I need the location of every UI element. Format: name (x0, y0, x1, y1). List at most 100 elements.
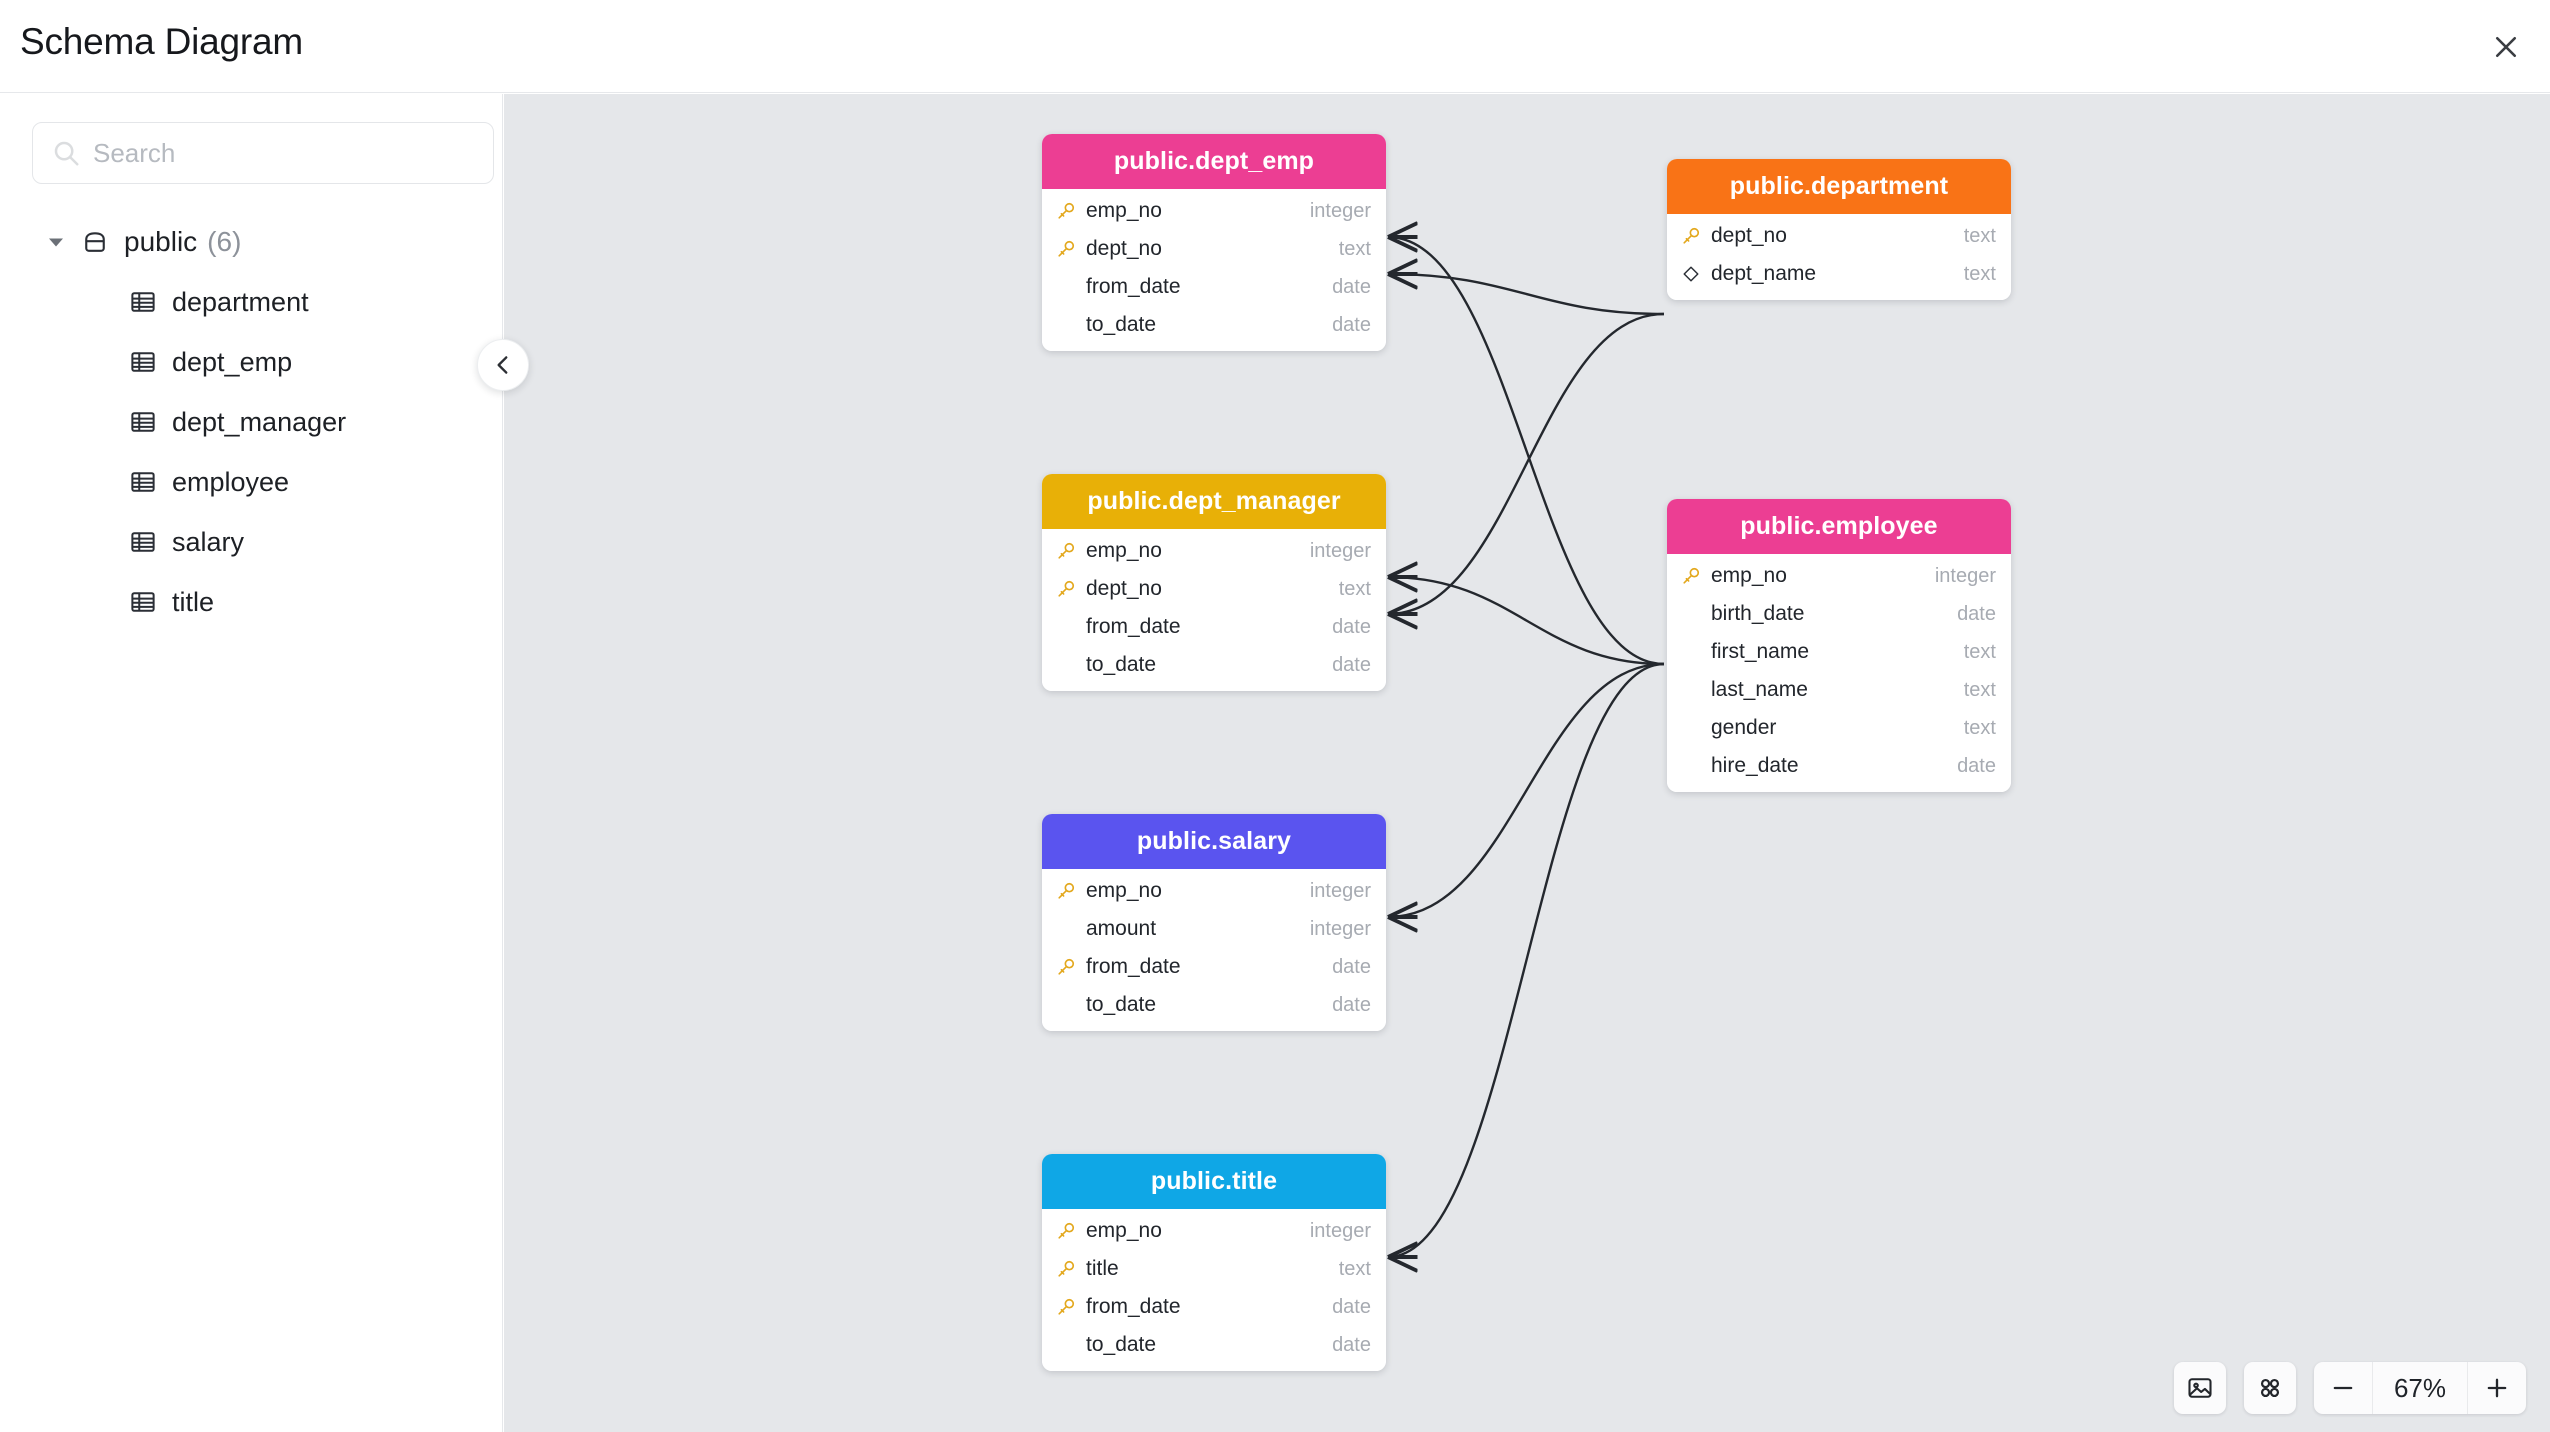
table-node-header[interactable]: public.title (1042, 1154, 1386, 1209)
tree-item-schema-public[interactable]: public (6) (0, 212, 503, 272)
tree-item-table-salary[interactable]: salary (0, 512, 503, 572)
tree-item-count: (6) (207, 226, 242, 257)
column-row[interactable]: to_date date (1042, 986, 1386, 1024)
primary-key-icon (1683, 227, 1700, 244)
table-node-header[interactable]: public.employee (1667, 499, 2011, 554)
table-node-header[interactable]: public.department (1667, 159, 2011, 214)
relationship-edge[interactable] (1388, 312, 1665, 614)
caret-down-icon[interactable] (44, 230, 68, 254)
zoom-out-button[interactable] (2314, 1362, 2372, 1414)
primary-key-icon (1058, 1298, 1075, 1315)
tree-item-table-dept_emp[interactable]: dept_emp (0, 332, 503, 392)
column-name: emp_no (1086, 539, 1162, 562)
tree-item-table-title[interactable]: title (0, 572, 503, 632)
column-type: date (1332, 653, 1371, 676)
close-button[interactable] (2480, 21, 2532, 73)
tree-item-label: dept_emp (172, 346, 293, 377)
table-node-header[interactable]: public.dept_emp (1042, 134, 1386, 189)
column-row[interactable]: from_date date (1042, 948, 1386, 986)
column-type: date (1332, 993, 1371, 1016)
table-node-header[interactable]: public.dept_manager (1042, 474, 1386, 529)
column-type: date (1332, 955, 1371, 978)
table-icon (131, 292, 155, 312)
relationship-edge[interactable] (1388, 662, 1665, 1257)
relationship-edge[interactable] (1388, 662, 1665, 917)
column-name: emp_no (1086, 879, 1162, 902)
primary-key-icon (1058, 1222, 1075, 1239)
table-icon (131, 472, 155, 492)
primary-key-icon (1058, 882, 1075, 899)
sidebar-collapse-button[interactable] (477, 339, 529, 391)
column-row[interactable]: emp_no integer (1042, 532, 1386, 570)
column-type: text (1338, 1257, 1371, 1280)
table-icon (131, 352, 155, 372)
relationship-edge[interactable] (1388, 274, 1665, 316)
primary-key-icon (1058, 240, 1075, 257)
tree-item-table-employee[interactable]: employee (0, 452, 503, 512)
column-name: from_date (1086, 955, 1181, 978)
column-name: to_date (1086, 993, 1157, 1016)
export-image-button[interactable] (2174, 1362, 2226, 1414)
auto-layout-button[interactable] (2244, 1362, 2296, 1414)
relationship-edge[interactable] (1388, 577, 1665, 666)
column-type: integer (1309, 539, 1371, 562)
zoom-level-label[interactable]: 67% (2372, 1362, 2468, 1414)
relationship-edges (504, 94, 1665, 1432)
column-row[interactable]: birth_date date (1667, 595, 2011, 633)
relationship-edge[interactable] (1388, 237, 1665, 666)
column-type: text (1963, 262, 1996, 285)
tree-item-label: public (124, 226, 198, 257)
primary-key-icon (1058, 958, 1075, 975)
table-node-header[interactable]: public.salary (1042, 814, 1386, 869)
column-row[interactable]: dept_no text (1042, 570, 1386, 608)
image-icon (2188, 1378, 2212, 1398)
tree-item-table-dept_manager[interactable]: dept_manager (0, 392, 503, 452)
primary-key-icon (1058, 580, 1075, 597)
column-name: dept_name (1711, 262, 1817, 285)
column-name: birth_date (1711, 602, 1805, 625)
tree-item-label: salary (172, 526, 245, 557)
search-input[interactable] (93, 137, 475, 169)
column-name: last_name (1711, 678, 1808, 701)
search-box[interactable] (32, 122, 494, 184)
primary-key-icon (1058, 1260, 1075, 1277)
column-type: date (1332, 275, 1371, 298)
tree-item-label: employee (172, 466, 290, 497)
tree-item-table-department[interactable]: department (0, 272, 503, 332)
column-row[interactable]: dept_name text (1667, 255, 2011, 293)
column-name: emp_no (1086, 1219, 1162, 1242)
column-type: text (1338, 577, 1371, 600)
tree-table-list: department dept_emp dept_manager employee sa… (0, 272, 503, 632)
column-type: date (1957, 602, 1996, 625)
search-icon (54, 141, 79, 166)
column-name: dept_no (1086, 577, 1162, 600)
column-type: date (1332, 1295, 1371, 1318)
zoom-in-button[interactable] (2468, 1362, 2526, 1414)
